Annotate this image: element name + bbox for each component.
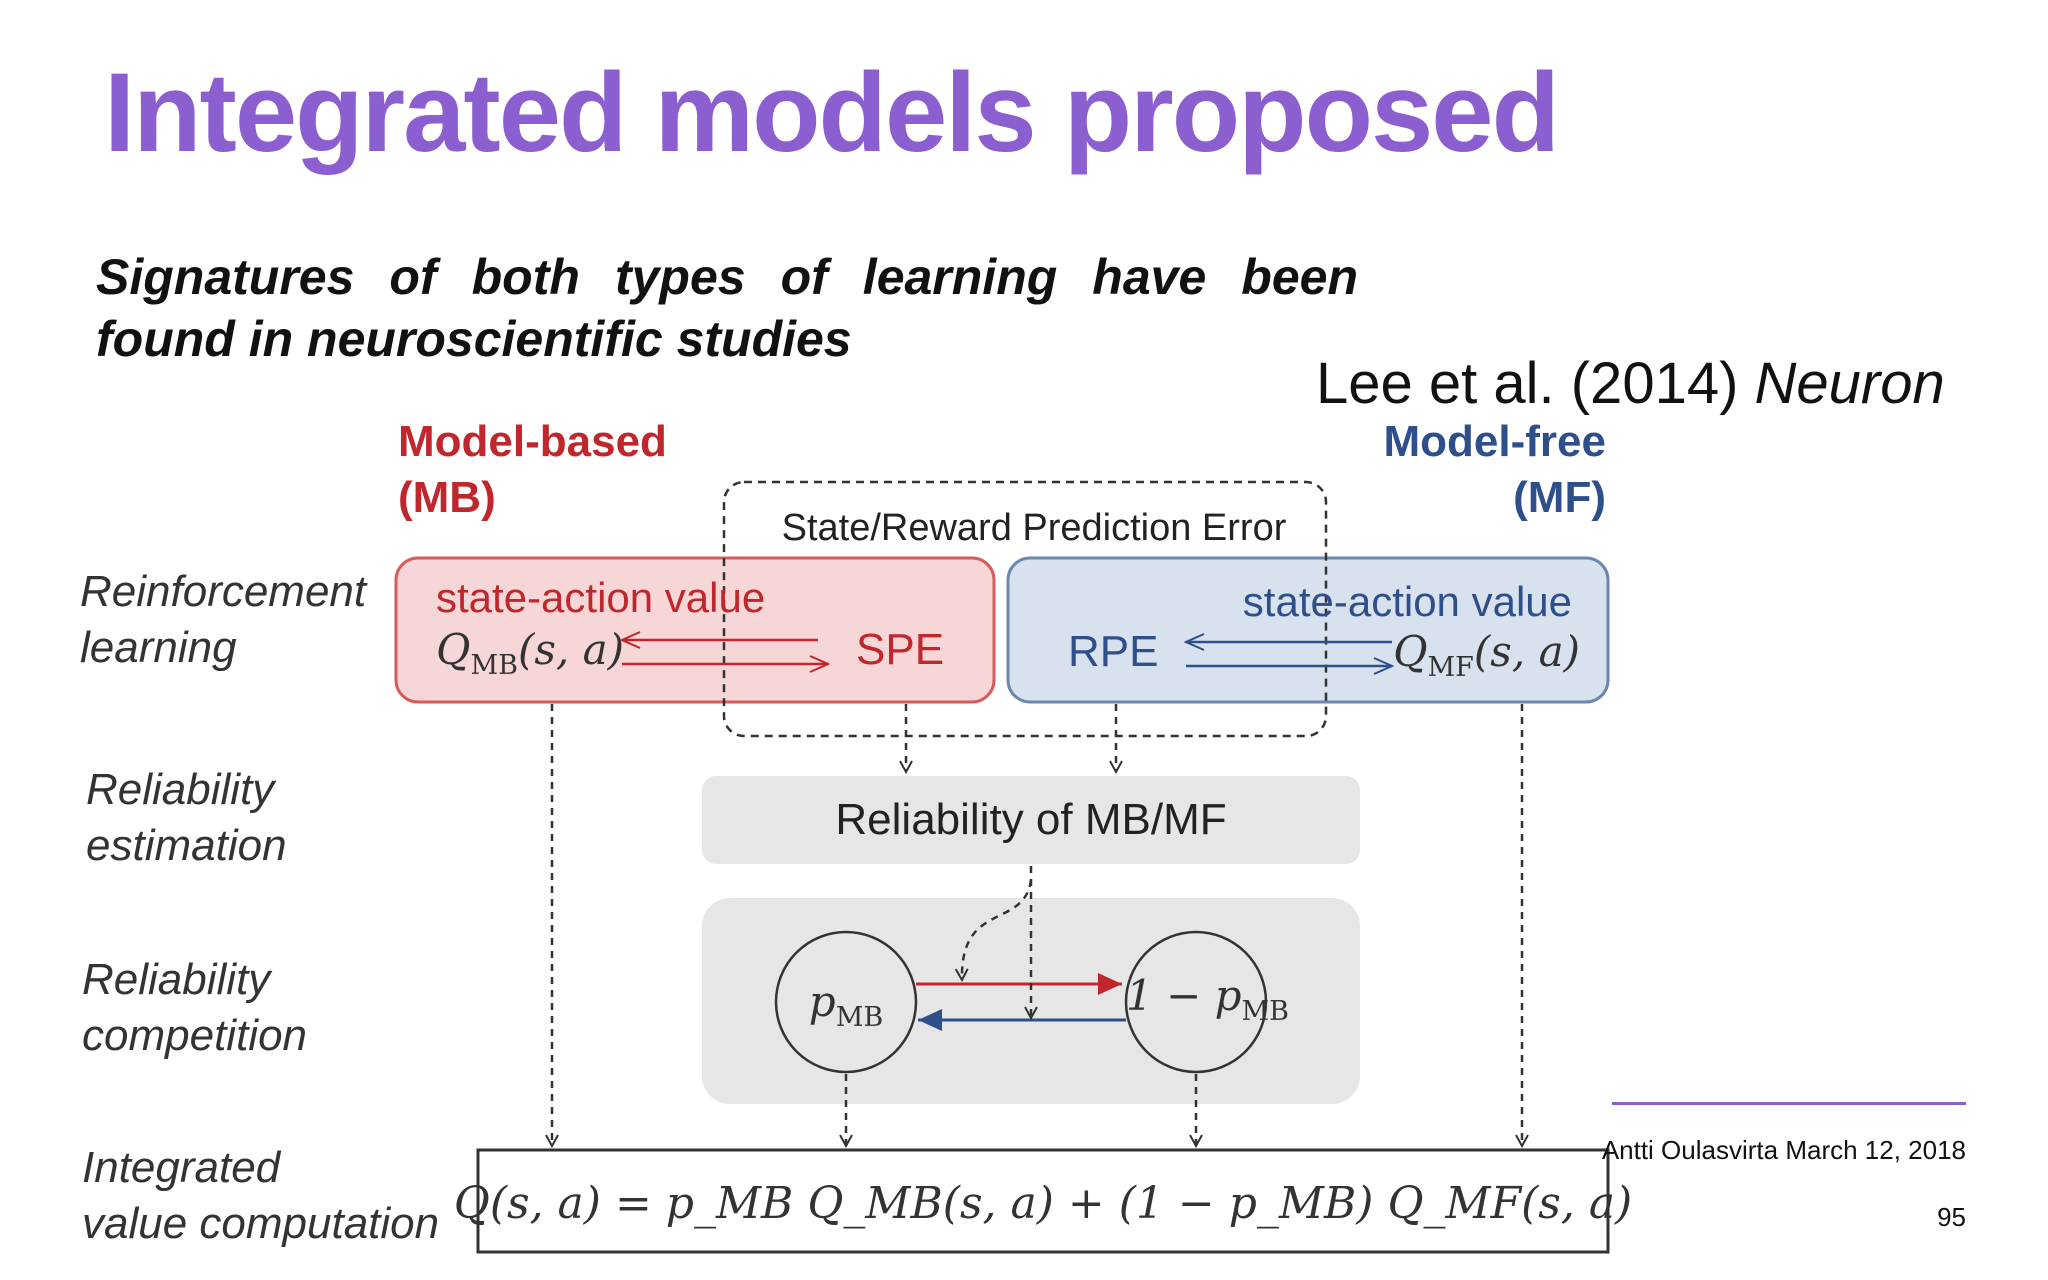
- mb-heading-1: Model-based: [398, 417, 667, 466]
- row-label-rc-2: competition: [82, 1011, 307, 1060]
- prediction-error-region: [722, 480, 1328, 738]
- citation-journal: Neuron: [1754, 351, 1945, 416]
- row-label-rl-2: learning: [80, 623, 237, 672]
- mf-value-label: state-action value: [1243, 578, 1572, 625]
- row-label-re-2: estimation: [86, 821, 287, 870]
- row-label-rc-1: Reliability: [82, 955, 273, 1004]
- reliability-label: Reliability of MB/MF: [835, 795, 1226, 844]
- integrated-formula: Q(s, a) = p_MB Q_MB(s, a) + (1 − p_MB) Q…: [454, 1178, 1632, 1229]
- mb-box: [394, 556, 996, 704]
- mf-heading-2: (MF): [1513, 473, 1606, 522]
- row-label-iv-2: value computation: [82, 1199, 439, 1248]
- prediction-error-label: State/Reward Prediction Error: [782, 507, 1287, 549]
- citation: Lee et al. (2014) Neuron: [1316, 350, 1945, 417]
- mf-q-value: QMF(s, a): [1393, 627, 1580, 683]
- one-minus-p-mb-label: 1 − pMB: [1126, 971, 1289, 1027]
- row-label-rl-1: Reinforcement: [80, 567, 368, 616]
- integrated-value-box: [476, 1148, 1610, 1254]
- slide-title: Integrated models proposed: [104, 50, 1560, 175]
- mb-error-spe: SPE: [856, 625, 944, 674]
- slide-subtitle: Signatures of both types of learning hav…: [96, 249, 1358, 367]
- mf-error-rpe: RPE: [1068, 627, 1158, 676]
- page-number: 95: [1937, 1202, 1966, 1232]
- p-mb-label: pMB: [809, 977, 883, 1033]
- footer-author-date: Antti Oulasvirta March 12, 2018: [1601, 1135, 1966, 1165]
- row-label-re-1: Reliability: [86, 765, 277, 814]
- mf-heading-1: Model-free: [1384, 417, 1606, 466]
- one-minus-p-mb-node: [1124, 930, 1268, 1074]
- mb-q-value: QMB(s, a): [436, 625, 624, 681]
- citation-authors: Lee et al. (2014): [1316, 351, 1739, 416]
- footer-rule: [1612, 1102, 1966, 1105]
- row-label-iv-1: Integrated: [82, 1143, 282, 1192]
- mb-heading-2: (MB): [398, 473, 496, 522]
- reliability-curved-arrow: [962, 879, 1033, 980]
- mf-box: [1006, 556, 1610, 704]
- p-mb-node: [774, 930, 918, 1074]
- reliability-box: [702, 776, 1360, 864]
- mb-value-label: state-action value: [436, 574, 765, 621]
